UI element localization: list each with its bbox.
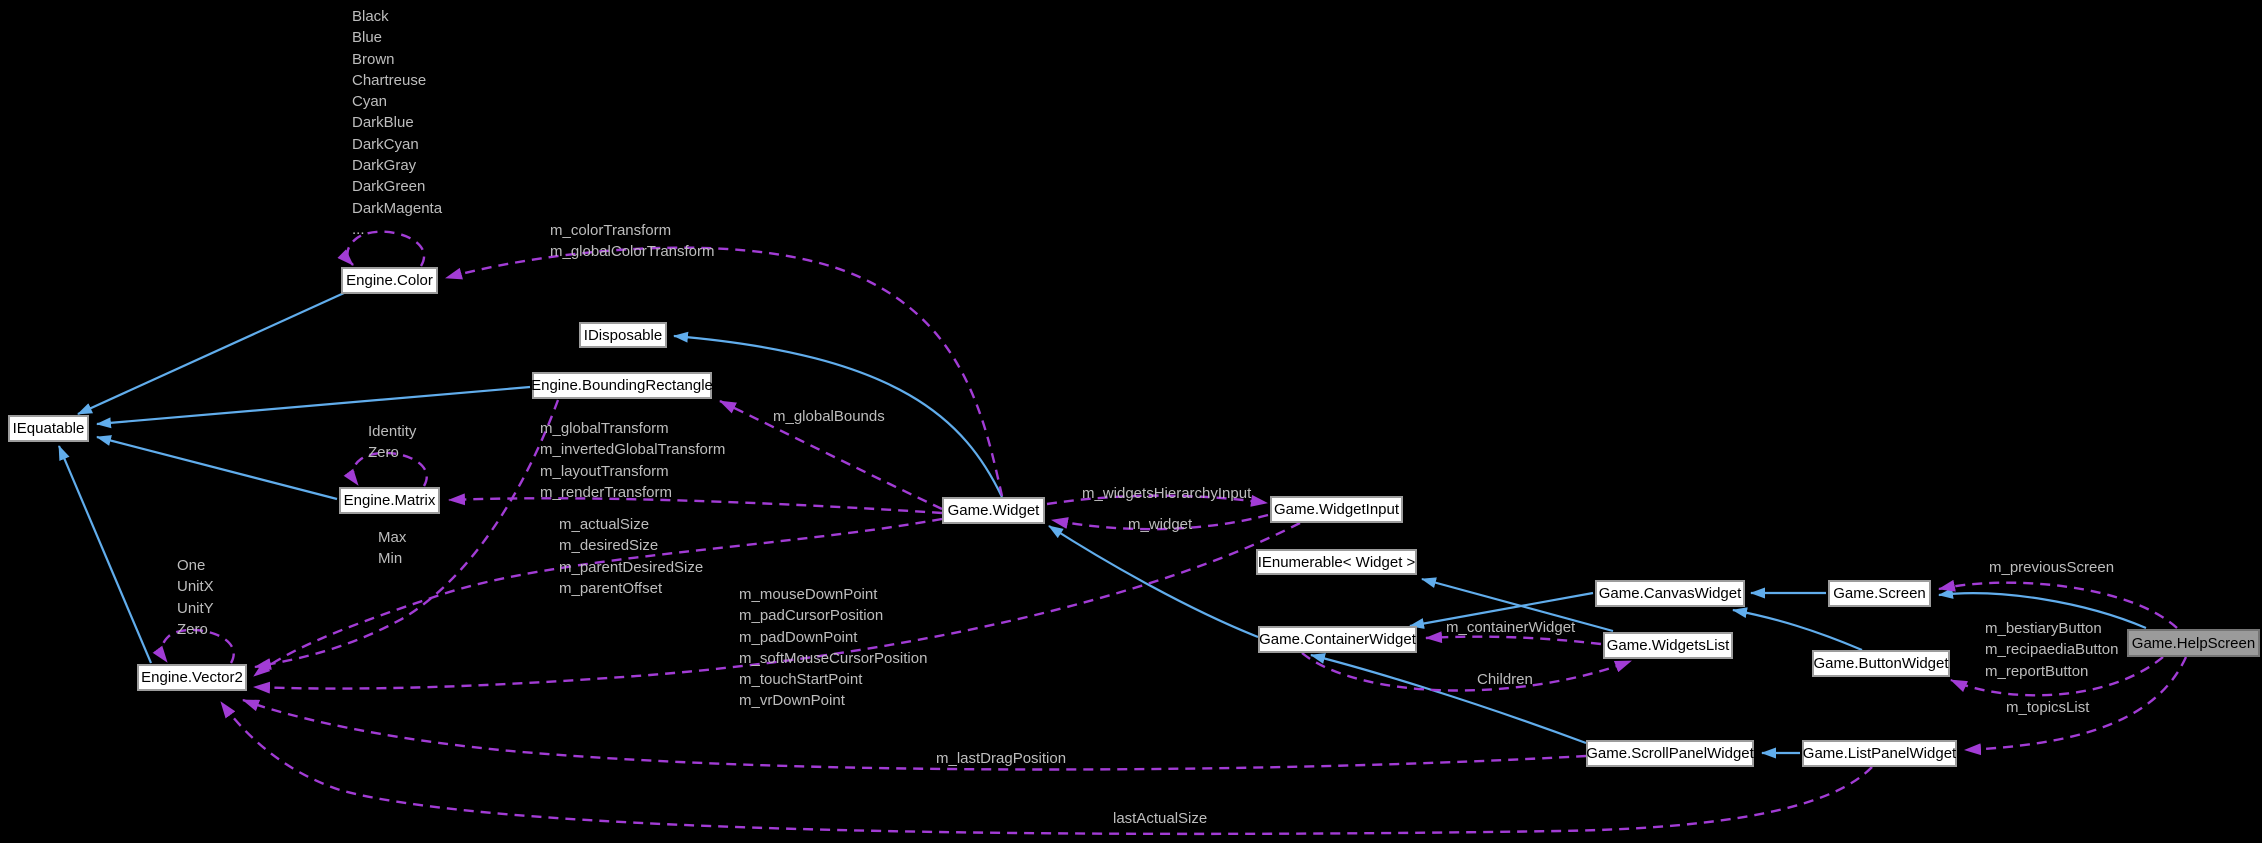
edge-widget-idisposable — [673, 331, 1003, 498]
edge-helpscreen-buttonwidget — [1950, 656, 2164, 697]
edge-widget-widgetinput — [1046, 494, 1268, 507]
node-game-scrollpanelwidget[interactable]: Game.ScrollPanelWidget — [1586, 740, 1754, 767]
node-engine-boundingrectangle[interactable]: Engine.BoundingRectangle — [531, 372, 713, 399]
edge-scrollpanelwidget-vector2 — [242, 698, 1587, 771]
node-engine-matrix[interactable]: Engine.Matrix — [339, 487, 440, 514]
node-engine-color[interactable]: Engine.Color — [341, 267, 438, 294]
edge-listpanelwidget-vector2 — [220, 701, 1873, 836]
edge-widget-boundingrectangle — [719, 399, 943, 511]
edge-color-self-loop — [337, 230, 426, 267]
edge-containerwidget-widgetslist — [1301, 652, 1632, 692]
edge-boundingrectangle-vector2 — [254, 399, 560, 670]
node-game-widgetslist[interactable]: Game.WidgetsList — [1603, 632, 1733, 659]
edge-color-iequatable — [77, 291, 345, 416]
edge-widgetslist-ienumerable — [1421, 577, 1614, 633]
edge-widgetslist-containerwidget — [1425, 631, 1602, 646]
node-game-widget[interactable]: Game.Widget — [942, 497, 1045, 524]
node-game-helpscreen[interactable]: Game.HelpScreen — [2127, 629, 2260, 657]
edge-matrix-iequatable — [96, 435, 338, 501]
edge-widgetinput-widget — [1051, 513, 1269, 531]
node-game-buttonwidget[interactable]: Game.ButtonWidget — [1812, 650, 1950, 677]
edge-helpscreen-listpanelwidget — [1964, 656, 2188, 756]
edge-matrix-self-loop — [343, 451, 428, 487]
edge-vector2-self-loop — [152, 628, 235, 664]
edge-helpscreen-screen — [1938, 587, 2147, 630]
edge-vector2-iequatable — [57, 445, 153, 664]
edge-containerwidget-widget — [1048, 525, 1259, 639]
node-ienumerable-widget[interactable]: IEnumerable< Widget > — [1256, 549, 1417, 575]
edge-boundingrectangle-iequatable — [96, 385, 531, 429]
node-game-listpanelwidget[interactable]: Game.ListPanelWidget — [1802, 740, 1957, 767]
node-iequatable[interactable]: IEquatable — [8, 415, 89, 442]
edge-helpscreen-screen-member — [1938, 579, 2178, 629]
edge-canvaswidget-containerwidget — [1409, 591, 1594, 629]
edge-widget-vector2 — [253, 517, 943, 677]
node-game-screen[interactable]: Game.Screen — [1828, 580, 1931, 607]
edge-scrollpanelwidget-containerwidget — [1310, 653, 1587, 745]
node-game-containerwidget[interactable]: Game.ContainerWidget — [1258, 626, 1417, 653]
edge-widgetinput-vector2 — [253, 521, 1301, 694]
node-game-canvaswidget[interactable]: Game.CanvasWidget — [1595, 580, 1745, 607]
edge-widget-color — [445, 246, 1004, 497]
node-game-widgetinput[interactable]: Game.WidgetInput — [1270, 496, 1403, 523]
node-engine-vector2[interactable]: Engine.Vector2 — [137, 664, 247, 691]
node-idisposable[interactable]: IDisposable — [579, 322, 667, 348]
edge-buttonwidget-canvaswidget — [1732, 607, 1863, 652]
edge-widget-matrix — [448, 493, 943, 515]
